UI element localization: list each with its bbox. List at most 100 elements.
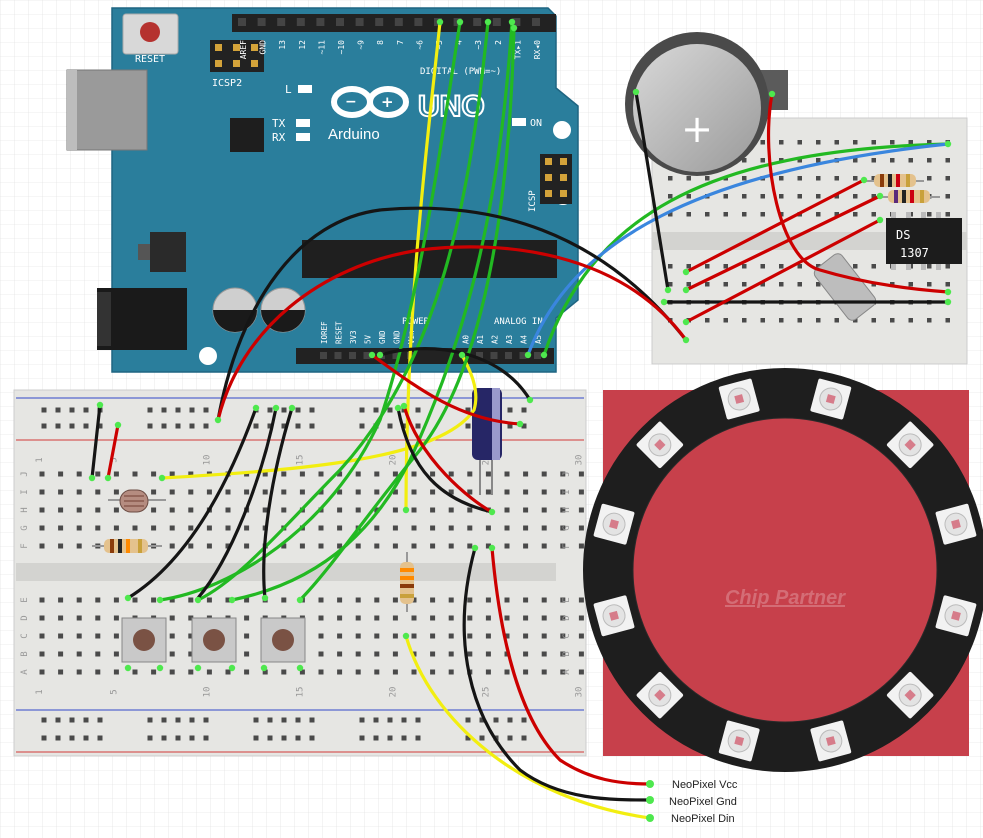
connection-point [471, 544, 479, 552]
power-pin-label: A1 [476, 335, 485, 344]
wire-black-arduino-gnd [216, 206, 688, 422]
row-letter: G [562, 525, 572, 530]
row-letter: I [562, 489, 572, 494]
connection-point [156, 664, 164, 672]
row-letter: A [562, 669, 572, 675]
push-button-3[interactable] [260, 617, 306, 663]
reset-button-cap[interactable] [140, 22, 160, 42]
connection-point [252, 404, 260, 412]
connection-point [272, 404, 280, 412]
header-pin [490, 352, 498, 359]
connection-point [214, 416, 222, 424]
header-pin [512, 18, 521, 26]
wire-black-cap-gnd [396, 406, 494, 514]
wire-red-rtc-1 [684, 178, 866, 274]
push-button-2[interactable] [191, 617, 237, 663]
header-pin [238, 18, 246, 26]
wire-red-coin [766, 92, 950, 294]
power-pin-label: A3 [505, 335, 514, 344]
row-letter: I [20, 489, 30, 494]
connection-point [682, 268, 690, 276]
neopixel-led [886, 671, 934, 719]
ds1307-label-2: 1307 [900, 246, 929, 260]
row-letter: E [20, 597, 30, 602]
row-letter: J [562, 471, 572, 476]
wire-red-rtc-3 [684, 218, 882, 324]
digital-pin-label: TX▸1 [513, 40, 522, 59]
usb-connector [66, 69, 148, 151]
header-pin [492, 18, 501, 26]
header-pin [473, 18, 482, 26]
neopixel-led [886, 421, 934, 469]
connection-point [228, 664, 236, 672]
row-letter: B [20, 651, 30, 656]
connection-point [158, 474, 166, 482]
resistor-pullup-2 [878, 190, 940, 203]
connection-point [508, 18, 516, 26]
connection-point [484, 18, 492, 26]
row-letter: E [562, 597, 572, 602]
wire-red-neopixel-vcc [490, 546, 652, 786]
column-number: 15 [295, 455, 305, 466]
connection-point [402, 506, 410, 514]
tx-label: TX [272, 117, 286, 130]
connection-point [632, 88, 640, 96]
digital-pin-label: RX◂0 [533, 40, 542, 59]
connection-point [526, 396, 534, 404]
wire-green-sda [542, 142, 950, 357]
digital-pin-label: GND [259, 40, 268, 55]
neopixel-led [636, 671, 684, 719]
header-pin [349, 352, 356, 359]
connection-point [124, 664, 132, 672]
connection-point [436, 18, 444, 26]
connection-point [944, 140, 952, 148]
column-number: 30 [574, 687, 584, 698]
header-pin [532, 18, 540, 26]
neopixel-ring-panel: Chip Partner [583, 368, 983, 772]
row-letter: B [562, 651, 572, 656]
wire-red-ldr-vcc [106, 423, 120, 480]
reset-label: RESET [135, 54, 165, 65]
label-neopixel-vcc: NeoPixel Vcc [672, 779, 738, 791]
connection-point [876, 192, 884, 200]
header-pin [505, 352, 512, 359]
row-letter: J [20, 471, 30, 476]
power-pin-label: A5 [534, 335, 543, 344]
neopixel-led [718, 720, 760, 762]
mounting-hole [199, 347, 217, 365]
crystal-oscillator [813, 253, 877, 321]
digital-pin-label: 7 [396, 40, 405, 45]
connection-point [368, 351, 376, 359]
connection-point [488, 544, 496, 552]
header-pin [394, 18, 403, 26]
connection-point [944, 288, 952, 296]
wire-endpoint [646, 796, 654, 804]
header-pin [316, 18, 325, 26]
column-number: 1 [35, 457, 45, 462]
icsp-header [540, 154, 572, 204]
power-analog-header [296, 348, 554, 364]
resistor-ldr [92, 539, 162, 553]
digital-pin-label: ~3 [474, 40, 483, 50]
header-pin [320, 352, 327, 359]
wire-green-4 [298, 26, 516, 602]
row-letter: G [20, 525, 30, 530]
label-neopixel-gnd: NeoPixel Gnd [669, 796, 737, 808]
connection-point [944, 298, 952, 306]
row-letter: D [562, 615, 572, 620]
header-pin [296, 18, 305, 26]
atmega-chip [302, 240, 557, 278]
label-neopixel-din: NeoPixel Din [671, 813, 735, 825]
wire-yellow-a0 [160, 353, 478, 480]
row-letter: C [562, 633, 572, 638]
wire-red-rtc-2 [684, 194, 882, 292]
connection-point [156, 596, 164, 604]
wire-red-cap-vcc [402, 404, 494, 514]
icsp-label: ICSP [528, 190, 538, 212]
push-button-1[interactable] [121, 617, 167, 663]
connection-point [456, 18, 464, 26]
on-label: ON [530, 118, 542, 129]
connection-point [510, 24, 518, 32]
connection-point [296, 664, 304, 672]
